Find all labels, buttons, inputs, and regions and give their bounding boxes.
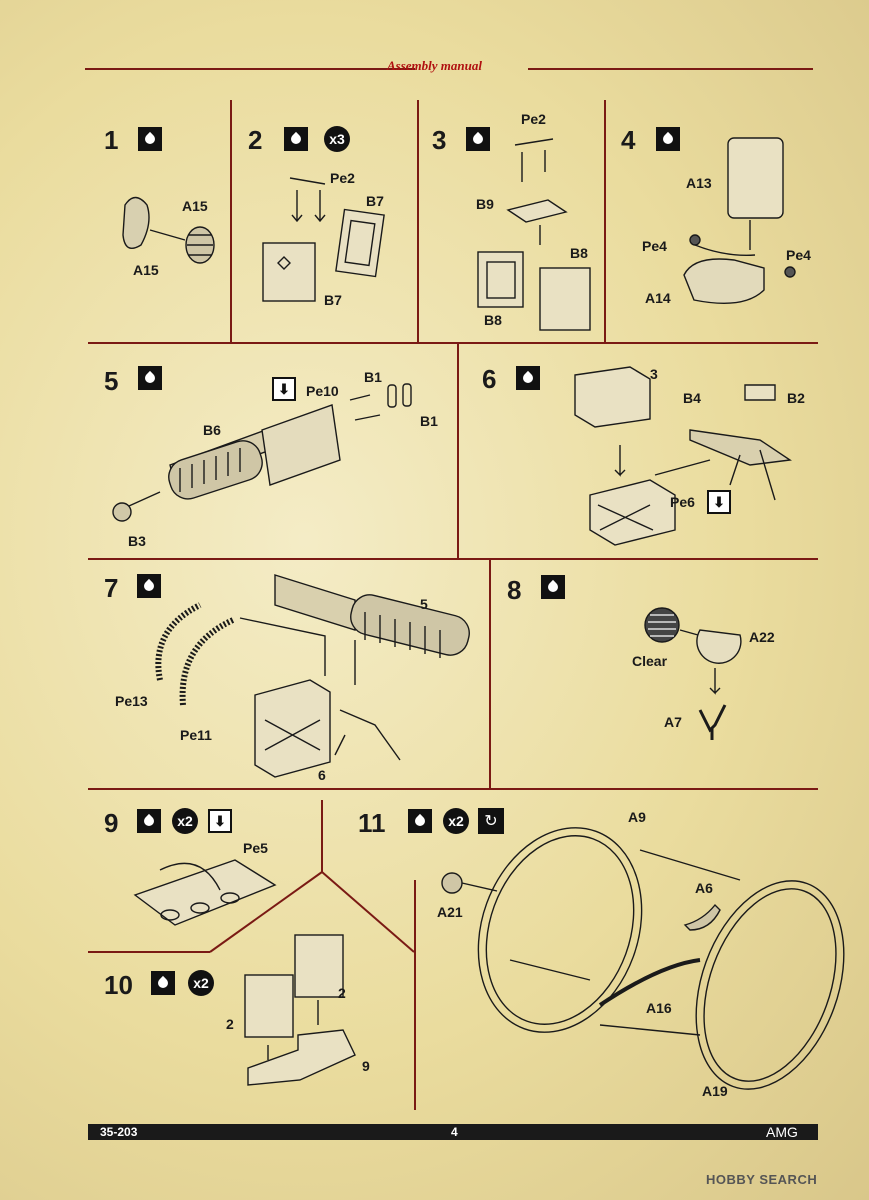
header-rule-right bbox=[528, 68, 813, 70]
part-label: B2 bbox=[787, 390, 805, 406]
part-label: 5 bbox=[420, 596, 428, 612]
part-label: Clear bbox=[632, 653, 668, 669]
part-label: A16 bbox=[646, 1000, 672, 1016]
glue-drop-icon bbox=[656, 127, 680, 151]
glue-drop-icon bbox=[284, 127, 308, 151]
part-label: B3 bbox=[128, 533, 146, 549]
row-divider-1 bbox=[88, 342, 818, 344]
brand-name: AMG bbox=[766, 1124, 798, 1140]
part-label: Pe2 bbox=[521, 111, 546, 127]
col-divider-5-6 bbox=[457, 342, 459, 558]
part-label: 2 bbox=[226, 1016, 234, 1032]
part-label: 9 bbox=[362, 1058, 370, 1074]
col-divider-1-2 bbox=[230, 100, 232, 342]
part-label: B1 bbox=[420, 413, 438, 429]
glue-drop-icon bbox=[137, 574, 161, 598]
part-label: Pe4 bbox=[786, 247, 811, 263]
row-divider-2 bbox=[88, 558, 818, 560]
glue-drop-icon bbox=[408, 809, 432, 833]
glue-drop-icon bbox=[151, 971, 175, 995]
part-label: A13 bbox=[686, 175, 712, 191]
step-2-number: 2 bbox=[248, 125, 263, 155]
glue-drop-icon bbox=[137, 809, 161, 833]
glue-drop-icon bbox=[138, 366, 162, 390]
part-label: B8 bbox=[570, 245, 588, 261]
part-label: B8 bbox=[484, 312, 502, 328]
glue-drop-icon bbox=[138, 127, 162, 151]
step-3-number: 3 bbox=[432, 125, 447, 155]
bend-icon: ↻ bbox=[478, 808, 504, 834]
part-label: A9 bbox=[628, 809, 646, 825]
part-label: A14 bbox=[645, 290, 671, 306]
glue-drop-icon bbox=[541, 575, 565, 599]
part-label: A6 bbox=[695, 880, 713, 896]
step-6-number: 6 bbox=[482, 364, 497, 394]
manual-title: Assembly manual bbox=[387, 58, 482, 73]
part-label: 2 bbox=[338, 985, 346, 1001]
photo-etch-icon: ⬇ bbox=[272, 377, 296, 401]
footer-bar bbox=[88, 1124, 818, 1140]
step-10-number: 10 bbox=[104, 970, 133, 1000]
part-label: A7 bbox=[664, 714, 682, 730]
part-label: A15 bbox=[182, 198, 208, 214]
part-label: 6 bbox=[318, 767, 326, 783]
step-7-number: 7 bbox=[104, 573, 119, 603]
part-label: Pe2 bbox=[330, 170, 355, 186]
part-label: B9 bbox=[476, 196, 494, 212]
kit-code: 35-203 bbox=[100, 1125, 138, 1139]
step-9-number: 9 bbox=[104, 808, 119, 838]
multiply-badge-icon: x2 bbox=[443, 808, 469, 834]
part-label: 3 bbox=[650, 366, 658, 382]
part-label: A19 bbox=[702, 1083, 728, 1099]
part-label: Pe13 bbox=[115, 693, 148, 709]
part-label: Pe6 bbox=[670, 494, 695, 510]
step-8-number: 8 bbox=[507, 575, 522, 605]
glue-drop-icon bbox=[466, 127, 490, 151]
part-label: A15 bbox=[133, 262, 159, 278]
part-label: A22 bbox=[749, 629, 775, 645]
step-11-number: 11 bbox=[358, 808, 386, 838]
photo-etch-icon: ⬇ bbox=[707, 490, 731, 514]
col-divider-10-11 bbox=[414, 880, 416, 1110]
col-divider-3-4 bbox=[604, 100, 606, 342]
part-label: Pe10 bbox=[306, 383, 339, 399]
multiply-badge-icon: x3 bbox=[324, 126, 350, 152]
part-label: Pe4 bbox=[642, 238, 667, 254]
part-label: Pe11 bbox=[180, 727, 212, 743]
row-divider-3 bbox=[88, 788, 818, 790]
col-divider-2-3 bbox=[417, 100, 419, 342]
part-label: B6 bbox=[203, 422, 221, 438]
glue-drop-icon bbox=[516, 366, 540, 390]
watermark-text: HOBBY SEARCH bbox=[706, 1172, 818, 1187]
part-label: Pe5 bbox=[243, 840, 268, 856]
multiply-badge-icon: x2 bbox=[172, 808, 198, 834]
col-divider-7-8 bbox=[489, 558, 491, 788]
part-label: B7 bbox=[366, 193, 384, 209]
part-label: A21 bbox=[437, 904, 463, 920]
header-rule-left bbox=[85, 68, 415, 70]
step-5-number: 5 bbox=[104, 366, 119, 396]
page-number: 4 bbox=[451, 1125, 458, 1139]
photo-etch-icon: ⬇ bbox=[208, 809, 232, 833]
step-1-number: 1 bbox=[104, 125, 119, 155]
part-label: B4 bbox=[683, 390, 701, 406]
multiply-badge-icon: x2 bbox=[188, 970, 214, 996]
part-label: B1 bbox=[364, 369, 382, 385]
part-label: B7 bbox=[324, 292, 342, 308]
step-4-number: 4 bbox=[621, 125, 636, 155]
